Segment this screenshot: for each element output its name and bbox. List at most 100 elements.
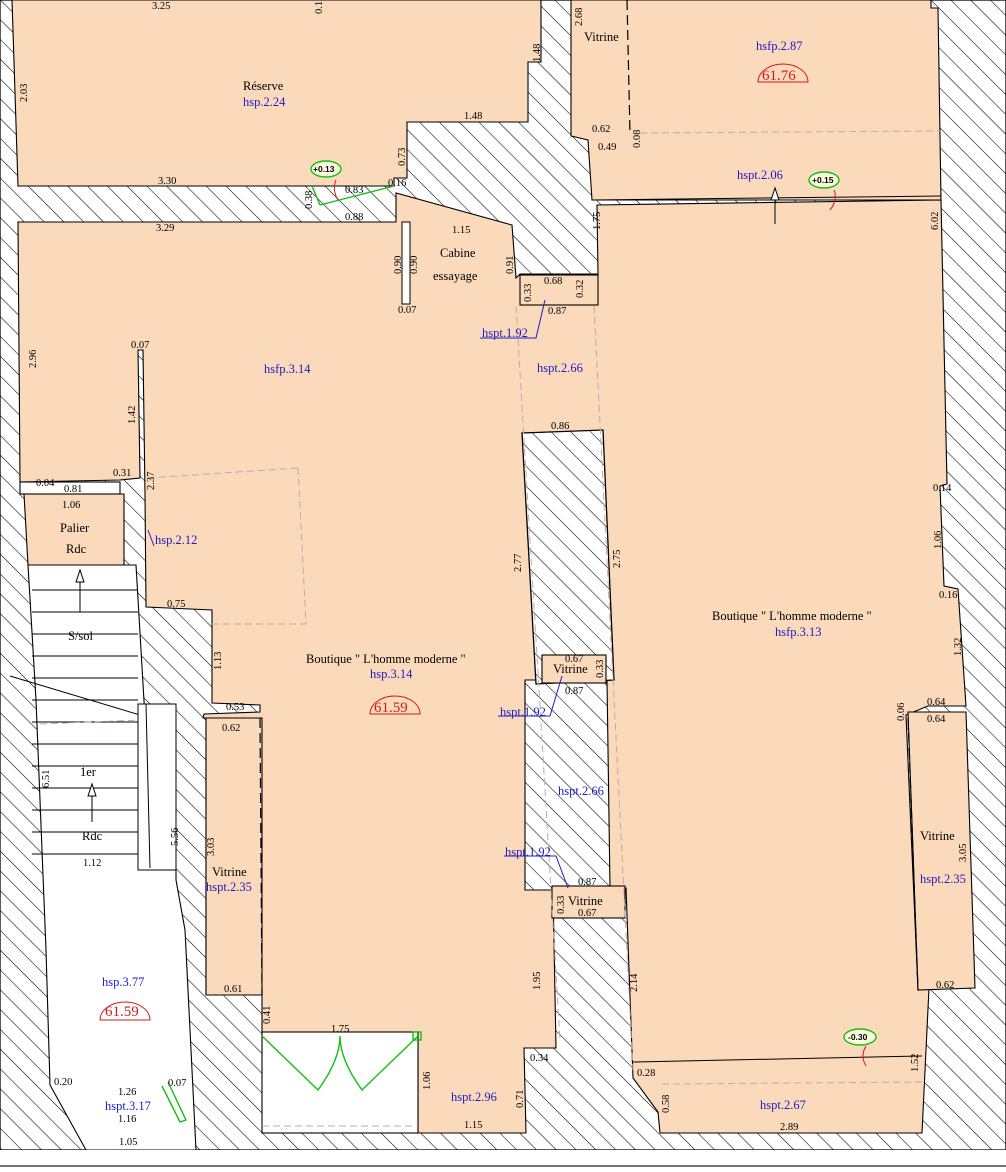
dim: 0.62 (222, 723, 240, 734)
dim: 0.28 (637, 1068, 655, 1079)
dim: 0.14 (933, 483, 952, 494)
dim: 0.58 (661, 1095, 672, 1113)
dim: 6.51 (41, 770, 52, 788)
arrow-head (770, 186, 780, 201)
hspt-267: hspt.2.67 (760, 1098, 806, 1112)
arrow-head (75, 568, 85, 583)
leader-line (504, 855, 569, 889)
dim: 3.29 (156, 223, 174, 234)
dim: 0.20 (54, 1077, 72, 1088)
thin-line (632, 1055, 923, 1063)
vitrine-mid-name: Vitrine (553, 662, 588, 676)
dim: 0.87 (548, 306, 566, 317)
main-right-name: Boutique " L'homme moderne " (712, 609, 872, 623)
dim: 0.68 (544, 276, 562, 287)
door-swing (311, 185, 321, 206)
vitrine-bot-box (551, 885, 626, 919)
dim: 0.75 (167, 599, 185, 610)
level-arrow (862, 1045, 867, 1067)
dim: 0.81 (64, 484, 82, 495)
dim: 1.06 (933, 531, 944, 549)
vitrine-left-name: Vitrine (212, 865, 247, 879)
vitrine-top-name: Vitrine (584, 30, 619, 44)
dim: 0.87 (578, 877, 596, 888)
hspt-192-b: hspt.1.92 (500, 705, 546, 719)
dim: 1.05 (119, 1137, 137, 1148)
bottom-left-hspt: hspt.3.17 (105, 1099, 151, 1113)
dim: 0.1 (314, 1, 325, 14)
stair-treads (32, 589, 138, 855)
main-left-area: 61.59 (374, 700, 408, 716)
dim: 0.07 (131, 340, 149, 351)
dim: 1.06 (62, 500, 80, 511)
dim: 0.73 (397, 148, 408, 166)
dim: 0.41 (262, 1006, 273, 1024)
hspt-192-a: hspt.1.92 (482, 326, 528, 340)
level-top-right: +0.15 (812, 175, 834, 185)
bottom-left-hsp: hsp.3.77 (102, 975, 144, 989)
dim: 1.95 (532, 972, 543, 990)
dim: 0.83 (345, 185, 363, 196)
area-badge (369, 695, 421, 715)
dim: 0.32 (575, 280, 586, 298)
dim: 0.62 (592, 124, 610, 135)
dim: 0.08 (632, 130, 643, 148)
leader-line (480, 299, 546, 339)
level-arrow (333, 179, 339, 201)
wall-bottom-strip (0, 1150, 1006, 1172)
dash-line (626, 0, 631, 135)
dim: 5.56 (170, 828, 181, 846)
cabine-line2: essayage (433, 269, 478, 283)
pink-line (515, 305, 561, 1041)
main-left-hsp: hsp.3.14 (370, 667, 413, 681)
dim: 3.25 (152, 1, 170, 12)
reserve-name: Réserve (243, 79, 284, 93)
hsp-212: hsp.2.12 (155, 533, 197, 547)
dim: 0.33 (556, 896, 567, 914)
thin-line (9, 675, 151, 719)
dim: 2.75 (612, 550, 623, 568)
level-oval (808, 171, 840, 189)
dim: 0.90 (393, 256, 404, 274)
stairs-rdc: Rdc (82, 829, 103, 843)
dash-line (259, 717, 263, 996)
dim: 0.67 (565, 654, 583, 665)
dim: 0.07 (168, 1078, 186, 1089)
dim: 0.88 (345, 212, 363, 223)
dim: 3.05 (958, 844, 969, 862)
thin-line (591, 195, 942, 201)
pink-line (639, 130, 941, 134)
dash-line (907, 717, 919, 991)
dim: 0.34 (530, 1053, 549, 1064)
dim: 1.48 (464, 111, 482, 122)
stair-railing (137, 703, 177, 871)
level-oval (310, 160, 342, 178)
dim: 0.86 (551, 421, 569, 432)
top-right-hspt: hspt.2.06 (737, 168, 783, 182)
dim: 1.06 (422, 1072, 433, 1090)
main-left-hsfp: hsfp.3.14 (264, 362, 311, 376)
dim: 1.12 (83, 858, 101, 869)
dim: 2.37 (146, 472, 157, 490)
pink-line (297, 467, 307, 625)
palier-line2: Rdc (66, 542, 87, 556)
top-right-area: 61.76 (762, 68, 796, 84)
dim: 1.32 (953, 638, 964, 656)
door-swing (319, 185, 395, 206)
dim: 0.33 (595, 660, 606, 678)
dim: 0.87 (565, 686, 583, 697)
level-reserve: +0.13 (313, 164, 335, 174)
dim: 0.31 (113, 468, 131, 479)
stair-railing-line (145, 703, 151, 869)
dim: 1.26 (118, 1087, 136, 1098)
dim: 0.64 (927, 714, 946, 725)
dim: 0.64 (927, 697, 946, 708)
dim: 6.02 (930, 212, 941, 230)
level-oval (843, 1028, 877, 1046)
hspt-266-a: hspt.2.66 (537, 361, 583, 375)
dim: 2.89 (780, 1122, 798, 1133)
dim: 2.03 (19, 84, 30, 102)
room-reserve (11, 0, 542, 187)
cabine-line1: Cabine (440, 246, 476, 260)
